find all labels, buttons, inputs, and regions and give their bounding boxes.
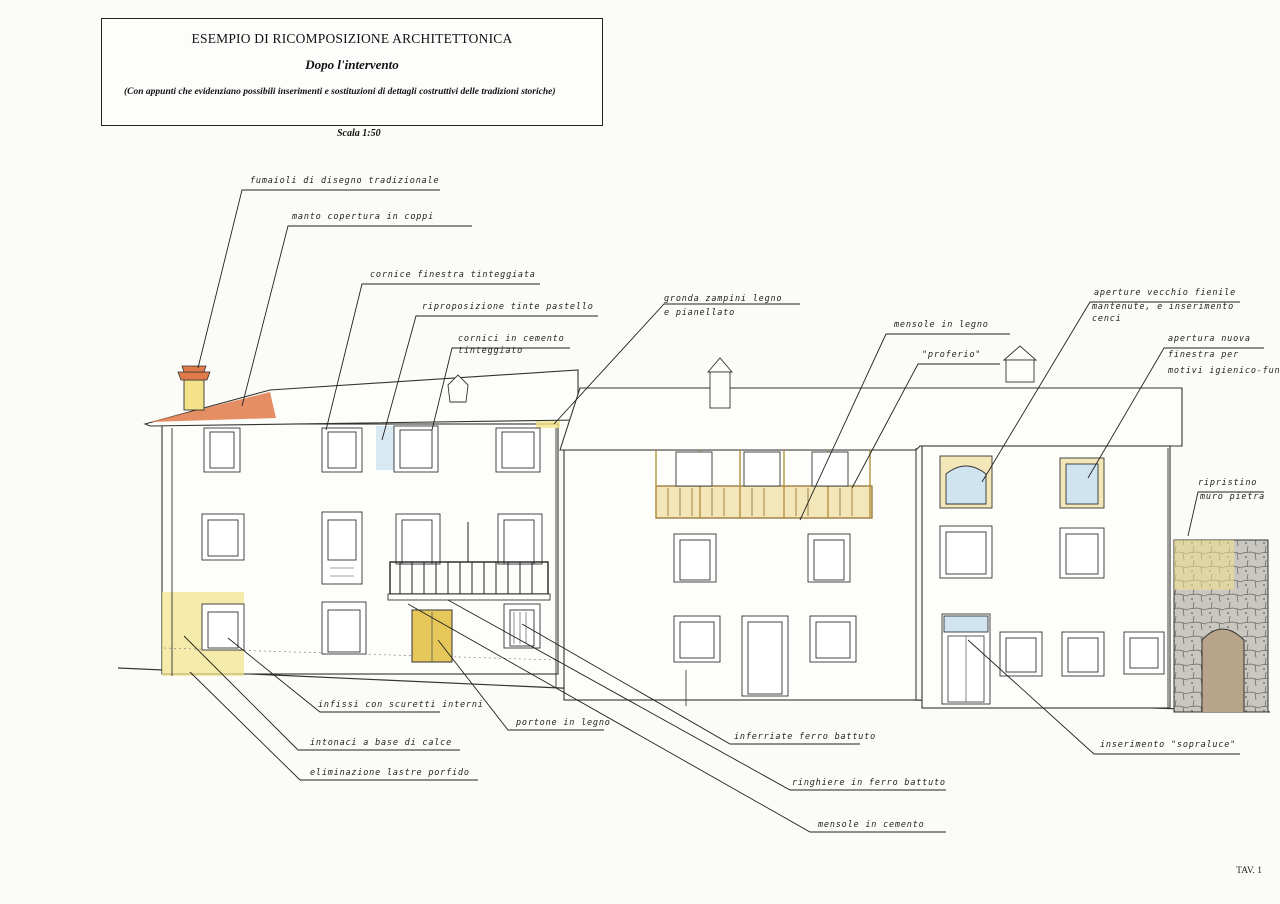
- drawing-note: (Con appunti che evidenziano possibili i…: [124, 87, 556, 97]
- label-fumaioli: fumaioli di disegno tradizionale: [250, 176, 440, 186]
- label-aperture-3: cenci: [1092, 314, 1122, 324]
- label-cornici-cemento-1: cornici in cemento: [458, 334, 565, 344]
- label-intonaci: intonaci a base di calce: [310, 738, 453, 748]
- label-cornice: cornice finestra tinteggiata: [370, 270, 536, 280]
- label-infissi: infissi con scuretti interni: [318, 700, 484, 710]
- label-aperture-1: aperture vecchio fienile: [1094, 288, 1237, 298]
- label-proferio: "proferio": [922, 350, 982, 360]
- label-ripristino-1: ripristino: [1198, 478, 1258, 488]
- label-mensole-cemento: mensole in cemento: [818, 820, 925, 830]
- label-ripristino-2: muro pietra: [1200, 492, 1266, 502]
- left-building: [143, 365, 579, 688]
- middle-roof: [559, 387, 1183, 451]
- label-riproposizione: riproposizione tinte pastello: [422, 302, 594, 312]
- label-manto: manto copertura in coppi: [292, 212, 435, 222]
- transom: [943, 615, 989, 633]
- label-inferriate: inferriate ferro battuto: [734, 732, 877, 742]
- drawing-subtitle: Dopo l'intervento: [305, 57, 399, 72]
- label-apertura-nuova-3: motivi igienico-funz: [1168, 366, 1280, 376]
- label-ringhiere: ringhiere in ferro battuto: [792, 778, 946, 788]
- middle-building: [559, 357, 1183, 706]
- right-building: [921, 345, 1171, 709]
- label-mensole-legno: mensole in legno: [894, 320, 989, 330]
- label-eliminazione: eliminazione lastre porfido: [310, 768, 470, 778]
- label-sopraluce: inserimento "sopraluce": [1100, 740, 1237, 750]
- roof-tiles: [150, 392, 276, 422]
- label-aperture-2: mantenute, e inserimento: [1092, 302, 1235, 312]
- left-chimney: [183, 379, 205, 411]
- label-gronda-2: e pianellato: [664, 308, 736, 318]
- sheet-number: TAV. 1: [1236, 866, 1262, 876]
- label-portone: portone in legno: [516, 718, 611, 728]
- drawing-title: ESEMPIO DI RICOMPOSIZIONE ARCHITETTONICA: [191, 31, 513, 46]
- label-apertura-nuova-1: apertura nuova: [1168, 334, 1251, 344]
- stone-wall: [1173, 539, 1269, 713]
- scale-label: Scala 1:50: [337, 128, 381, 139]
- label-gronda-1: gronda zampini legno: [664, 294, 783, 304]
- label-apertura-nuova-2: finestra per: [1168, 350, 1240, 360]
- title-block: ESEMPIO DI RICOMPOSIZIONE ARCHITETTONICA…: [101, 18, 603, 126]
- label-cornici-cemento-2: tinteggiato: [458, 346, 524, 356]
